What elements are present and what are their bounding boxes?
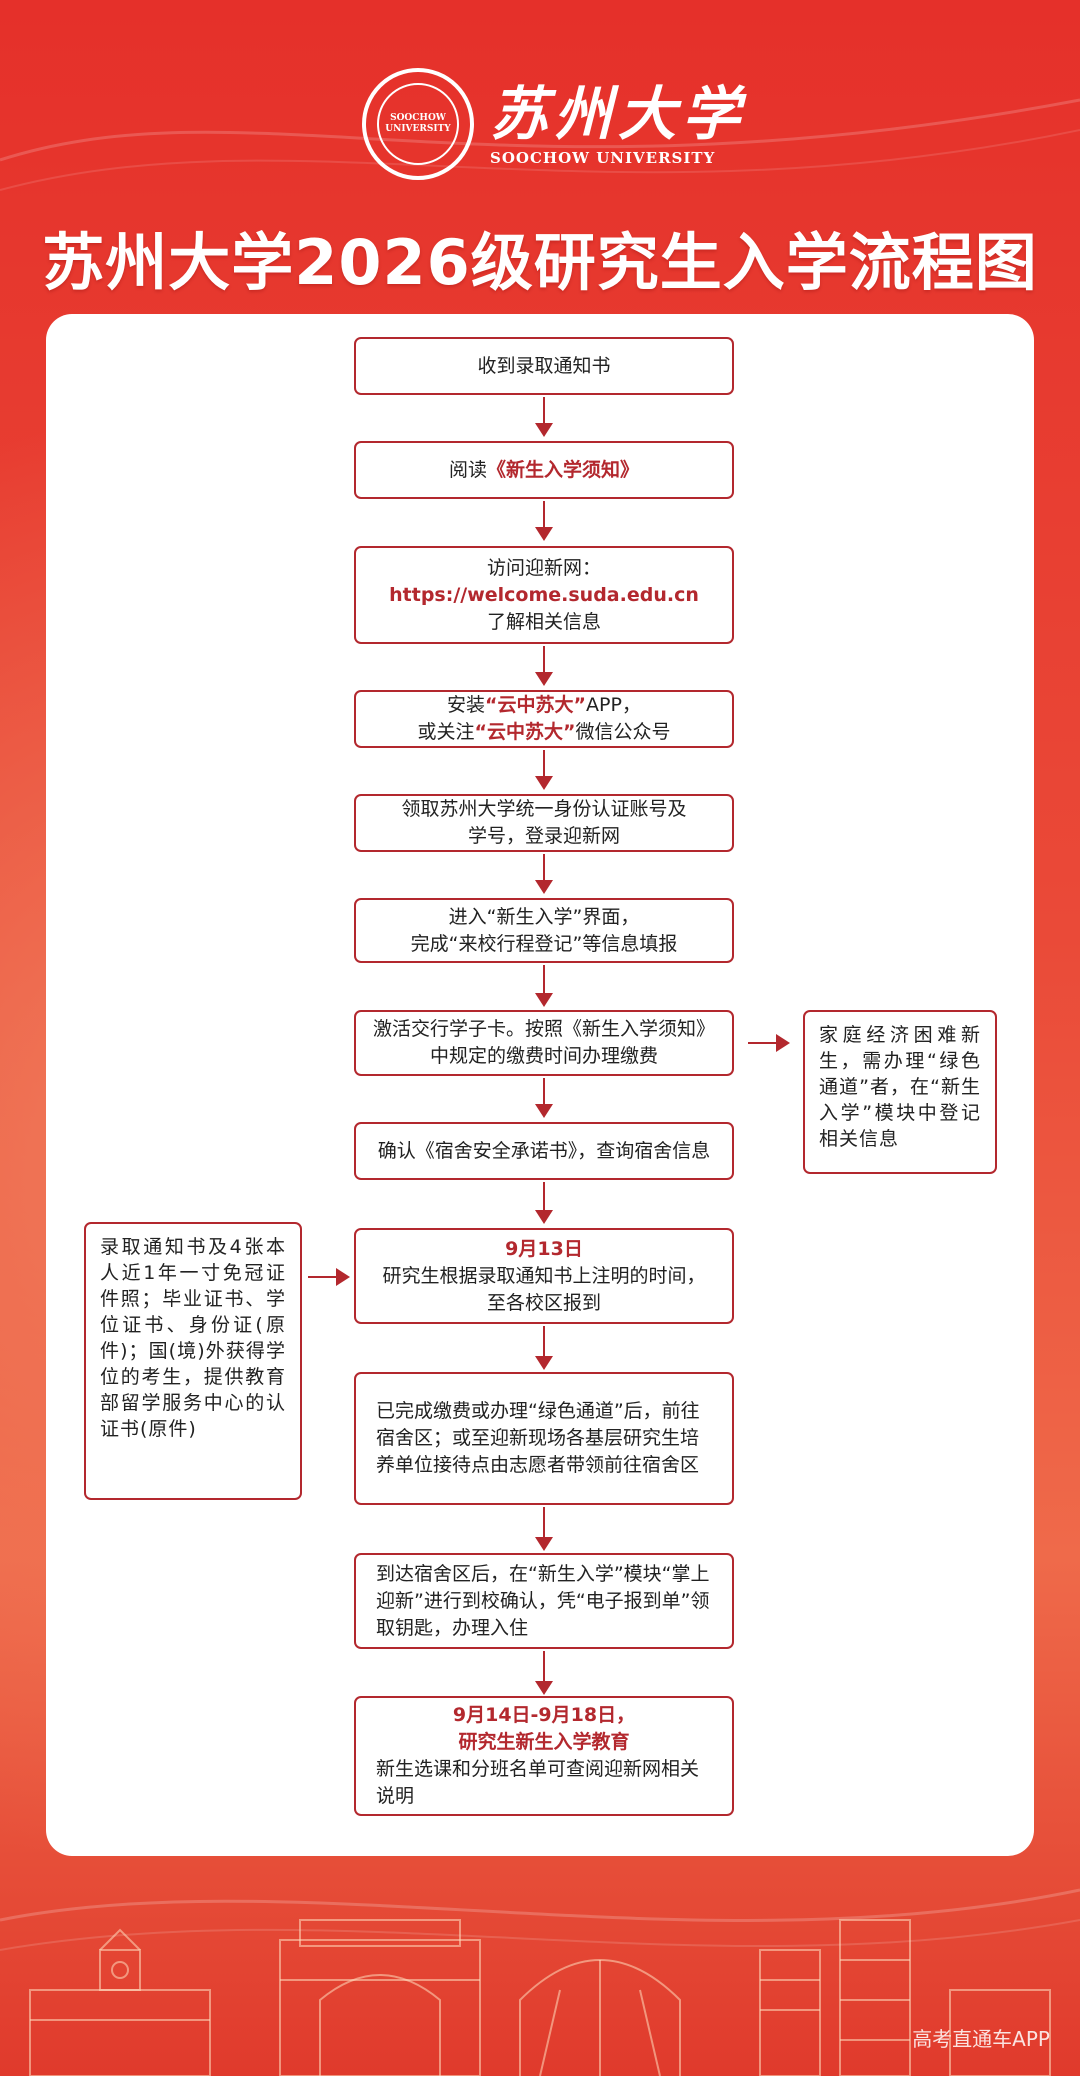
campus-skyline-illustration (29, 1919, 1051, 2076)
arrow-down-5 (535, 854, 553, 894)
arrow-down-2 (535, 501, 553, 541)
step-orientation: 9月14日-9月18日， 研究生新生入学教育 新生选课和分班名单可查阅迎新网相关… (354, 1696, 734, 1816)
arrow-down-1 (535, 397, 553, 437)
welcome-site-link[interactable]: https://welcome.suda.edu.cn (389, 583, 699, 606)
arrow-down-11 (535, 1651, 553, 1695)
step4-text-b: APP， (586, 694, 641, 716)
watermark: 高考直通车APP (912, 2027, 1050, 2051)
step-get-account: 领取苏州大学统一身份认证账号及 学号，登录迎新网 (354, 794, 734, 852)
step11-text: 到达宿舍区后，在“新生入学”模块“掌上迎新”进行到校确认，凭“电子报到单”领取钥… (376, 1562, 710, 1639)
arrow-right-documents (308, 1268, 350, 1286)
arrow-down-4 (535, 750, 553, 790)
arrow-down-7 (535, 1078, 553, 1118)
step-activate-card-pay-fees: 激活交行学子卡。按照《新生入学须知》 中规定的缴费时间办理缴费 (354, 1010, 734, 1076)
required-documents-text: 录取通知书及4张本人近1年一寸免冠证件照；毕业证书、学位证书、身份证(原件)；国… (100, 1236, 286, 1440)
step9-line1: 研究生根据录取通知书上注明的时间， (382, 1264, 706, 1287)
brand-chinese-name: 苏州大学 (490, 80, 747, 148)
step4-account-name: “云中苏大” (474, 721, 576, 743)
arrow-right-green-channel (748, 1034, 790, 1052)
seal-text-mid: UNIVERSITY (385, 124, 451, 134)
step4-text-a: 安装 (447, 694, 486, 716)
step2-highlight: 《新生入学须知》 (487, 458, 640, 481)
step-register-on-campus: 9月13日 研究生根据录取通知书上注明的时间， 至各校区报到 (354, 1228, 734, 1324)
step-check-in: 到达宿舍区后，在“新生入学”模块“掌上迎新”进行到校确认，凭“电子报到单”领取钥… (354, 1553, 734, 1649)
step-receive-admission-letter: 收到录取通知书 (354, 337, 734, 395)
step4-text-c: 或关注 (417, 721, 475, 743)
green-channel-note: 家庭经济困难新生，需办理“绿色通道”者，在“新生入学”模块中登记相关信息 (803, 1010, 997, 1174)
step-fill-info: 进入“新生入学”界面， 完成“来校行程登记”等信息填报 (354, 898, 734, 963)
step7-line1: 激活交行学子卡。按照《新生入学须知》 (372, 1018, 715, 1040)
step1-text: 收到录取通知书 (477, 354, 611, 377)
step3-line1: 访问迎新网： (486, 556, 601, 579)
step9-line2: 至各校区报到 (486, 1291, 601, 1314)
step-install-app: 安装“云中苏大”APP， 或关注“云中苏大”微信公众号 (354, 690, 734, 748)
step10-text: 已完成缴费或办理“绿色通道”后，前往宿舍区；或至迎新现场各基层研究生培养单位接待… (376, 1400, 700, 1476)
step5-line2: 学号，登录迎新网 (467, 825, 620, 847)
arrow-down-3 (535, 646, 553, 686)
arrow-down-8 (535, 1182, 553, 1224)
university-seal-icon: SOOCHOW UNIVERSITY (362, 68, 474, 180)
step-read-admission-guide: 阅读《新生入学须知》 (354, 441, 734, 499)
green-channel-note-text: 家庭经济困难新生，需办理“绿色通道”者，在“新生入学”模块中登记相关信息 (819, 1024, 981, 1150)
arrow-down-10 (535, 1507, 553, 1551)
step8-text: 确认《宿舍安全承诺书》，查询宿舍信息 (377, 1139, 711, 1162)
step12-title: 研究生新生入学教育 (458, 1731, 630, 1753)
page-title: 苏州大学2026级研究生入学流程图 (42, 226, 1038, 299)
step12-text: 新生选课和分班名单可查阅迎新网相关说明 (376, 1758, 700, 1807)
step4-app-name: “云中苏大” (485, 694, 587, 716)
arrow-down-6 (535, 965, 553, 1007)
step6-line1: 进入“新生入学”界面， (448, 905, 640, 928)
arrow-down-9 (535, 1326, 553, 1370)
step6-line2: 完成“来校行程登记”等信息填报 (410, 932, 678, 955)
step9-date: 9月13日 (505, 1237, 583, 1260)
step3-line3: 了解相关信息 (486, 610, 601, 633)
step5-line1: 领取苏州大学统一身份认证账号及 (401, 798, 687, 820)
step7-line2: 中规定的缴费时间办理缴费 (429, 1045, 658, 1067)
step-go-to-dormitory: 已完成缴费或办理“绿色通道”后，前往宿舍区；或至迎新现场各基层研究生培养单位接待… (354, 1372, 734, 1505)
university-logo: SOOCHOW UNIVERSITY 苏州大学 SOOCHOW UNIVERSI… (362, 68, 746, 180)
step-visit-welcome-site: 访问迎新网： https://welcome.suda.edu.cn 了解相关信… (354, 546, 734, 644)
brand-english-name: SOOCHOW UNIVERSITY (490, 149, 716, 167)
required-documents-note: 录取通知书及4张本人近1年一寸免冠证件照；毕业证书、学位证书、身份证(原件)；国… (84, 1222, 302, 1500)
step-confirm-dormitory: 确认《宿舍安全承诺书》，查询宿舍信息 (354, 1122, 734, 1180)
seal-text-top: SOOCHOW (390, 113, 446, 123)
step12-date: 9月14日-9月18日， (452, 1704, 636, 1726)
step2-text: 阅读 (448, 458, 487, 481)
step4-text-d: 微信公众号 (575, 721, 671, 743)
